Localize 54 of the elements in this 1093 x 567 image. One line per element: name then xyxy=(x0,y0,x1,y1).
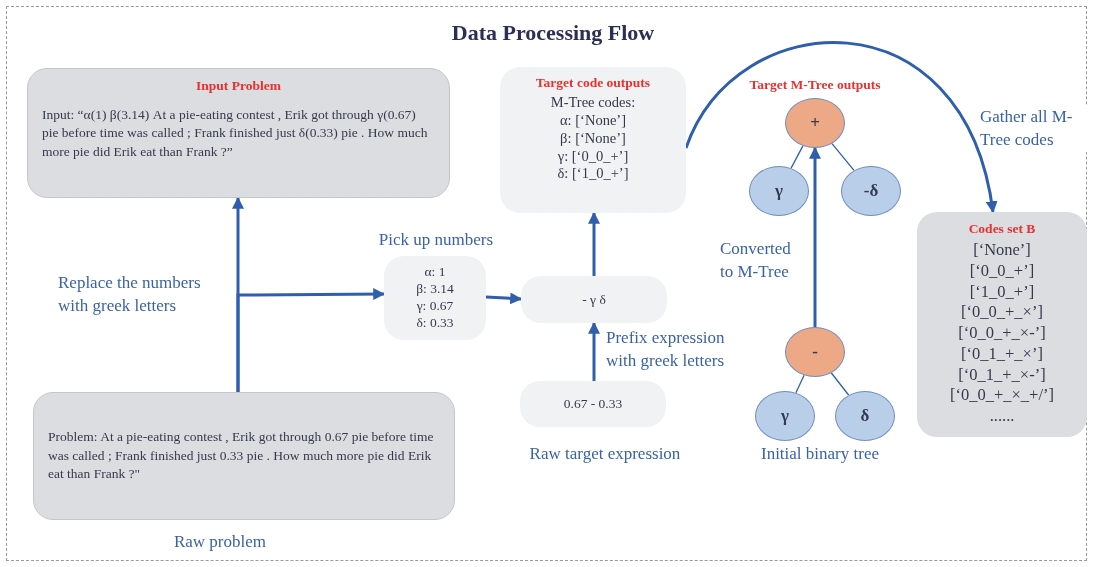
node-symbol: -δ xyxy=(863,181,879,201)
box-text: 0.67 - 0.33 xyxy=(562,395,624,413)
node-symbol: - xyxy=(812,342,818,362)
rounded-box xyxy=(521,276,667,323)
rounded-box xyxy=(384,256,486,340)
box-text: [‘0_0_+’] xyxy=(968,260,1036,282)
arrow xyxy=(684,41,997,214)
box-text: M-Tree codes: xyxy=(549,94,637,113)
tree-branch-line xyxy=(795,374,805,394)
box-text: ...... xyxy=(988,406,1016,428)
box-text: [‘0_1_+_×’] xyxy=(960,343,1044,365)
rounded-box xyxy=(500,67,686,213)
box-text: - γ δ xyxy=(581,290,607,309)
tree-branch-line xyxy=(830,372,850,396)
rounded-box xyxy=(917,212,1087,437)
arrow xyxy=(485,292,523,305)
box-text: α: [‘None’] xyxy=(559,112,627,130)
caption-text: Pick up numbers xyxy=(377,229,495,251)
box-text: α: 1 xyxy=(423,264,447,282)
node-symbol: γ xyxy=(781,406,789,426)
box-text: [‘0_1_+_×-’] xyxy=(957,364,1047,386)
caption-text: Raw problem xyxy=(172,531,268,553)
box-text: [‘None’] xyxy=(972,240,1032,261)
node-symbol: δ xyxy=(860,406,870,426)
box-heading: Codes set B xyxy=(967,220,1037,237)
box-text: [‘0_0_+_×’] xyxy=(960,302,1044,324)
box-text: [‘1_0_+’] xyxy=(968,281,1036,303)
arrow xyxy=(588,211,600,276)
arrow xyxy=(809,146,821,327)
rounded-box xyxy=(33,392,455,520)
node-symbol: γ xyxy=(775,181,783,201)
box-text: γ: 0.67 xyxy=(415,298,455,315)
box-text: [‘0_0_+_×_+/’] xyxy=(949,385,1055,407)
tree-branch-line xyxy=(831,142,855,172)
tree-branch-line xyxy=(790,145,804,169)
caption-text: Initial binary tree xyxy=(760,443,880,465)
rounded-box xyxy=(27,68,450,198)
box-text: Problem: At a pie-eating contest , Erik got through 0.67 pie before time was called ; Frank finished just 0.33 pie . How much more pie did Erik eat than Frank ?" xyxy=(48,428,435,484)
box-text: δ: 0.33 xyxy=(415,314,455,332)
box-text: [‘0_0_+_×-’] xyxy=(957,323,1047,344)
box-heading: Target code outputs xyxy=(534,75,652,92)
section-heading: Target M-Tree outputs xyxy=(748,76,882,94)
caption-text: Raw target expression xyxy=(528,443,682,465)
rounded-box xyxy=(520,381,666,427)
diagram-title: Data Processing Flow xyxy=(450,20,656,46)
box-text: γ: [‘0_0_+’] xyxy=(556,147,630,166)
box-text: β: [‘None’] xyxy=(559,129,627,148)
arrow xyxy=(236,288,386,392)
node-symbol: + xyxy=(810,113,820,133)
box-text: Input: “α(1) β(3.14) At a pie-eating contest , Erik got through γ(0.67) pie before time was called ; Frank finished just δ(0.33) pie . How much more pie did Erik eat than Frank ?” xyxy=(42,105,429,161)
arrow xyxy=(588,321,600,381)
box-heading: Input Problem xyxy=(195,77,282,95)
box-text: δ: [‘1_0_+’] xyxy=(556,165,630,183)
box-text: β: 3.14 xyxy=(415,281,455,298)
